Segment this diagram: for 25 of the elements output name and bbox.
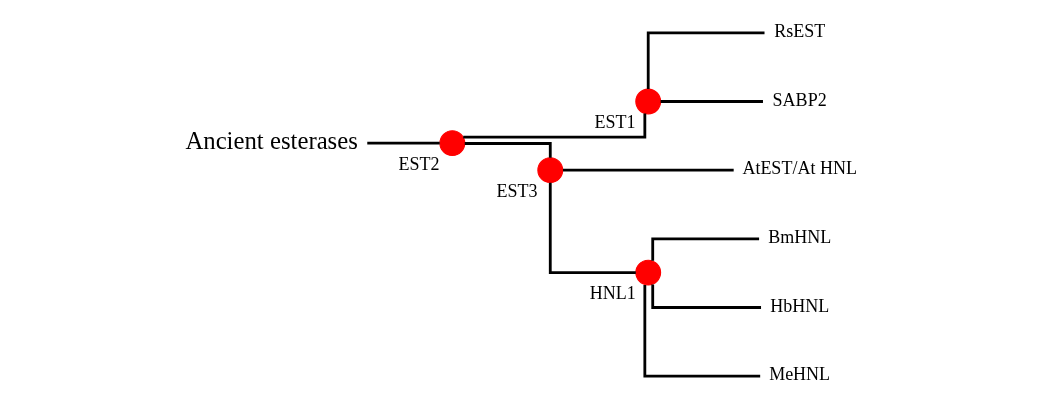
connector xyxy=(463,113,647,139)
node-circle xyxy=(635,259,662,286)
connector xyxy=(651,237,760,261)
node-circle xyxy=(439,130,466,157)
connector xyxy=(563,168,734,172)
node-text: SABP2 xyxy=(772,89,827,110)
node-circle xyxy=(635,88,662,115)
node-text: BmHNL xyxy=(768,227,832,248)
node-text: Ancient esterases xyxy=(185,127,358,155)
connector xyxy=(660,100,763,103)
connector xyxy=(548,182,636,274)
node-label: EST2 xyxy=(398,153,440,174)
node-text: HbHNL xyxy=(770,295,830,316)
node-label: EST3 xyxy=(496,180,538,201)
connector xyxy=(643,284,761,378)
node-circle xyxy=(537,157,564,184)
node-text: RsEST xyxy=(774,21,826,42)
node-label: EST1 xyxy=(594,112,636,133)
node-text: MeHNL xyxy=(769,364,831,385)
node-text: AtEST/At HNL xyxy=(742,158,857,179)
connector xyxy=(651,284,762,309)
connector xyxy=(367,141,440,145)
node-label: HNL1 xyxy=(589,283,636,304)
connector xyxy=(464,142,552,158)
connector xyxy=(646,31,765,89)
